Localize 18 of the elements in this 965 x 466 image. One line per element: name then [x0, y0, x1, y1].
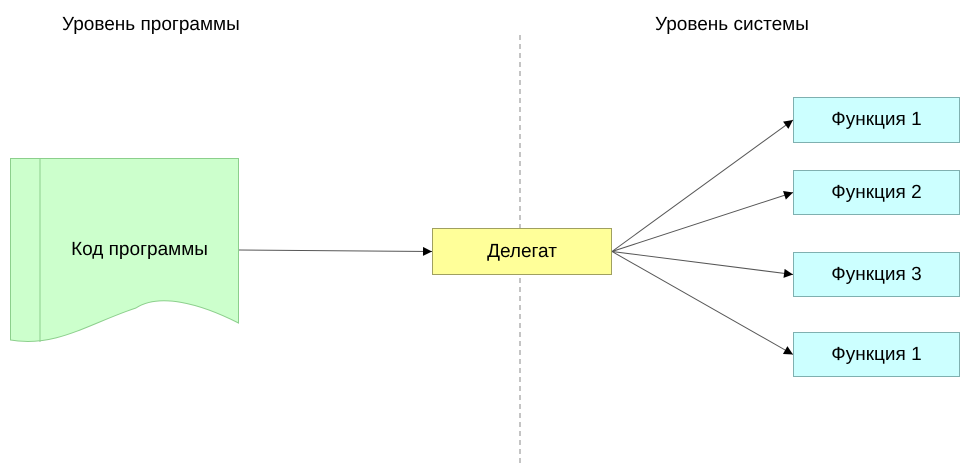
arrow: [612, 191, 794, 252]
process-box: [793, 170, 960, 215]
node-label: Функция 3: [831, 264, 922, 286]
arrow: [612, 251, 794, 278]
process-box: [793, 97, 960, 143]
process-box: [432, 228, 612, 275]
arrow: [238, 246, 432, 256]
node-label: Функция 2: [831, 182, 922, 204]
node-label: Делегат: [487, 240, 557, 262]
arrow: [612, 120, 794, 252]
level-heading: Уровень программы: [62, 14, 240, 36]
process-box: [793, 252, 960, 297]
node-label: Функция 1: [831, 109, 922, 131]
process-box: [793, 332, 960, 377]
node-label: Код программы: [71, 239, 208, 261]
level-heading: Уровень системы: [655, 14, 809, 36]
arrow: [612, 251, 794, 355]
node-label: Функция 1: [831, 344, 922, 366]
